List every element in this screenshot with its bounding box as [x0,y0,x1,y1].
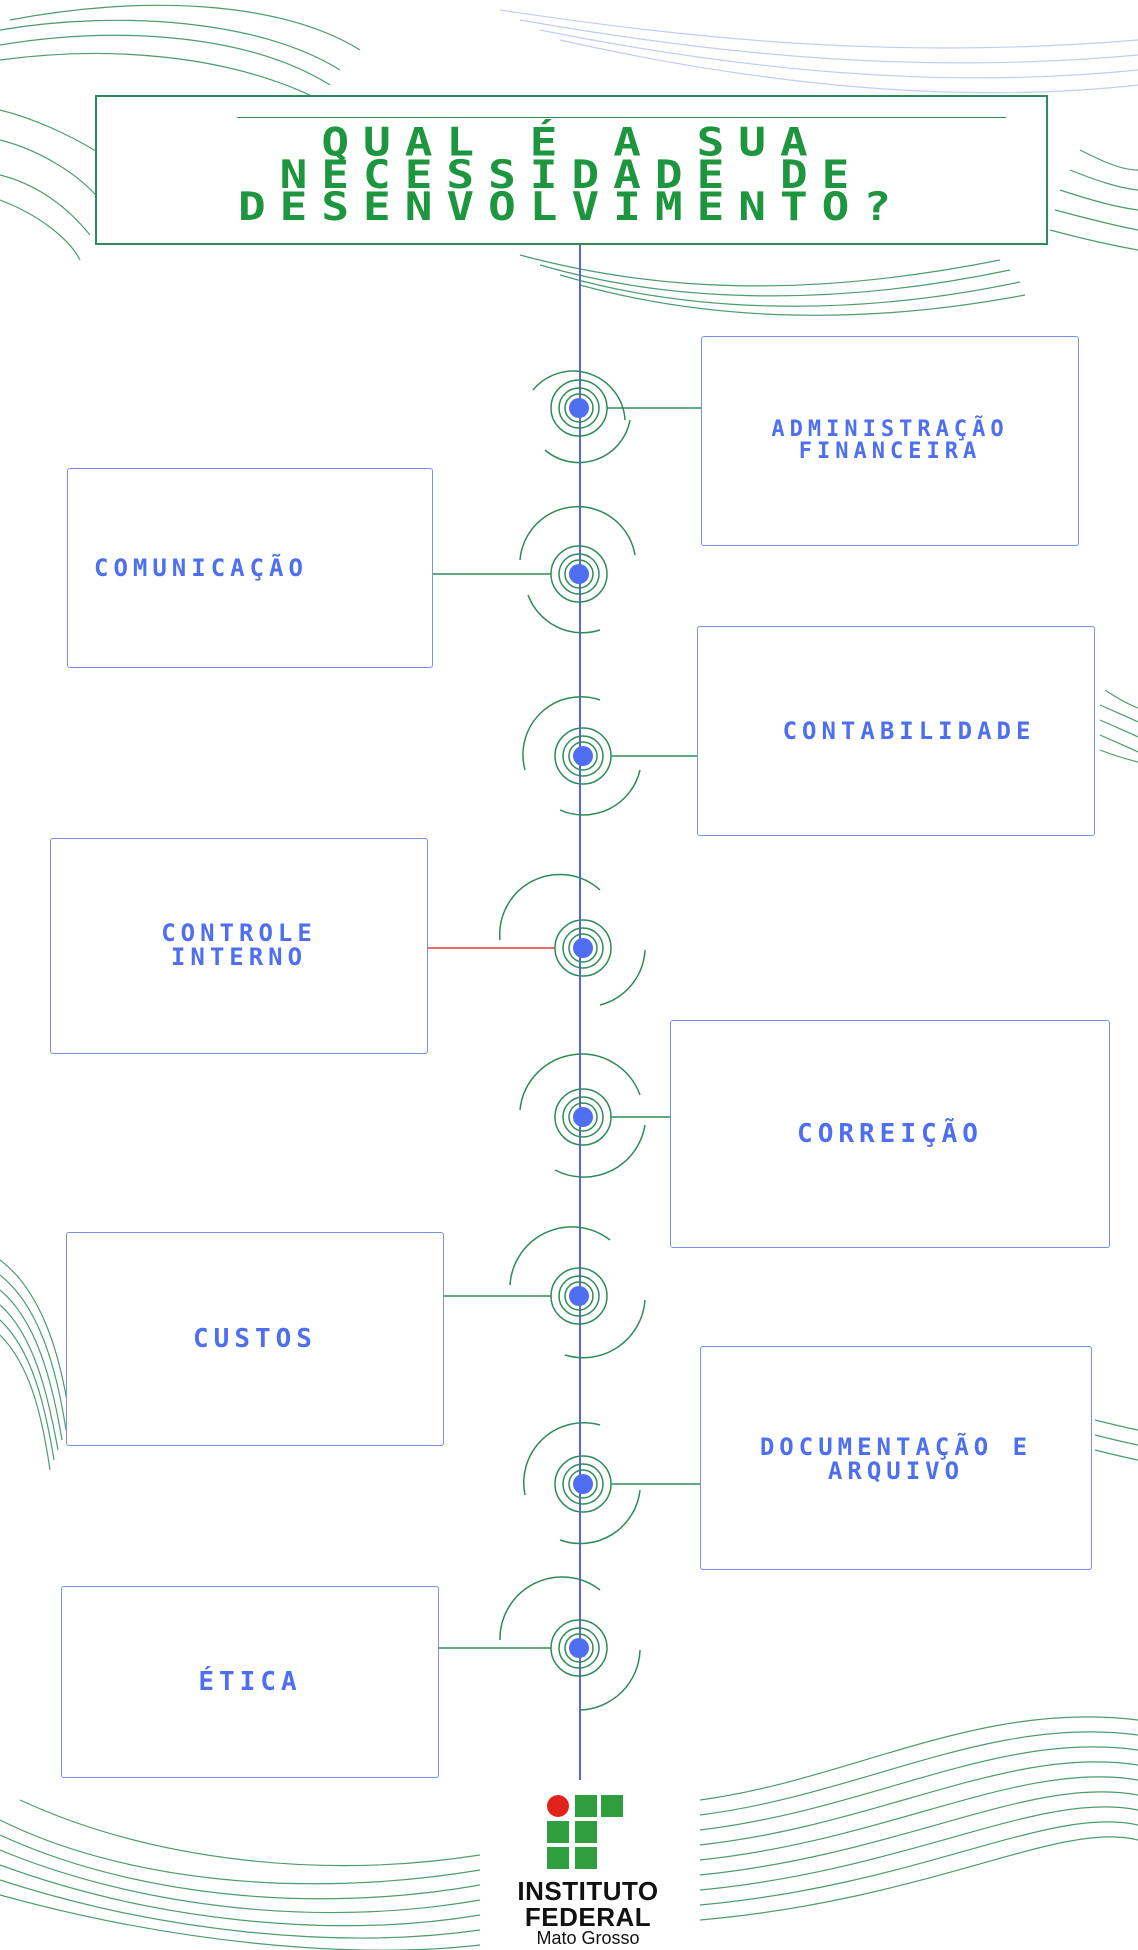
card-administracao-financeira[interactable]: ADMINISTRAÇÃO FINANCEIRA [701,336,1079,546]
timeline-node-controle-interno [499,873,646,1006]
card-etica[interactable]: ÉTICA [61,1586,439,1778]
card-label: ÉTICA [198,1667,302,1697]
title-rule [237,117,1006,118]
card-custos[interactable]: CUSTOS [66,1232,444,1446]
card-label: DOCUMENTAÇÃO E ARQUIVO [759,1433,1033,1485]
institute-logo-icon [547,1795,623,1869]
card-label: CONTABILIDADE [782,717,1036,745]
timeline-line [579,245,581,1780]
timeline-node-contabilidade [522,696,641,816]
card-documentacao-e-arquivo[interactable]: DOCUMENTAÇÃO E ARQUIVO [700,1346,1092,1570]
timeline-node-administracao-financeira [532,370,631,464]
timeline-node-etica [499,1576,641,1711]
card-comunicacao[interactable]: COMUNICAÇÃO [67,468,433,668]
timeline-node-correicao [519,1053,646,1178]
page-title: QUAL É A SUA NECESSIDADE DE DESENVOLVIME… [237,119,906,230]
timeline-node-documentacao-e-arquivo [522,1422,641,1545]
card-label: COMUNICAÇÃO [94,554,308,582]
card-correicao[interactable]: CORREIÇÃO [670,1020,1110,1248]
card-label: ADMINISTRAÇÃO FINANCEIRA [771,417,1009,464]
title-box: QUAL É A SUA NECESSIDADE DE DESENVOLVIME… [95,95,1048,245]
logo-text-line3: Mato Grosso [536,1928,640,1948]
logo-text-line2: FEDERAL [524,1902,652,1932]
timeline-node-comunicacao [519,505,636,634]
card-label: CUSTOS [193,1324,317,1354]
card-controle-interno[interactable]: CONTROLE INTERNO [50,838,428,1054]
logo-text-line1: INSTITUTO [517,1876,659,1906]
card-label: CONTROLE INTERNO [161,919,317,971]
card-label: CORREIÇÃO [797,1119,983,1149]
card-contabilidade[interactable]: CONTABILIDADE [697,626,1095,836]
timeline-node-custos [509,1226,646,1359]
